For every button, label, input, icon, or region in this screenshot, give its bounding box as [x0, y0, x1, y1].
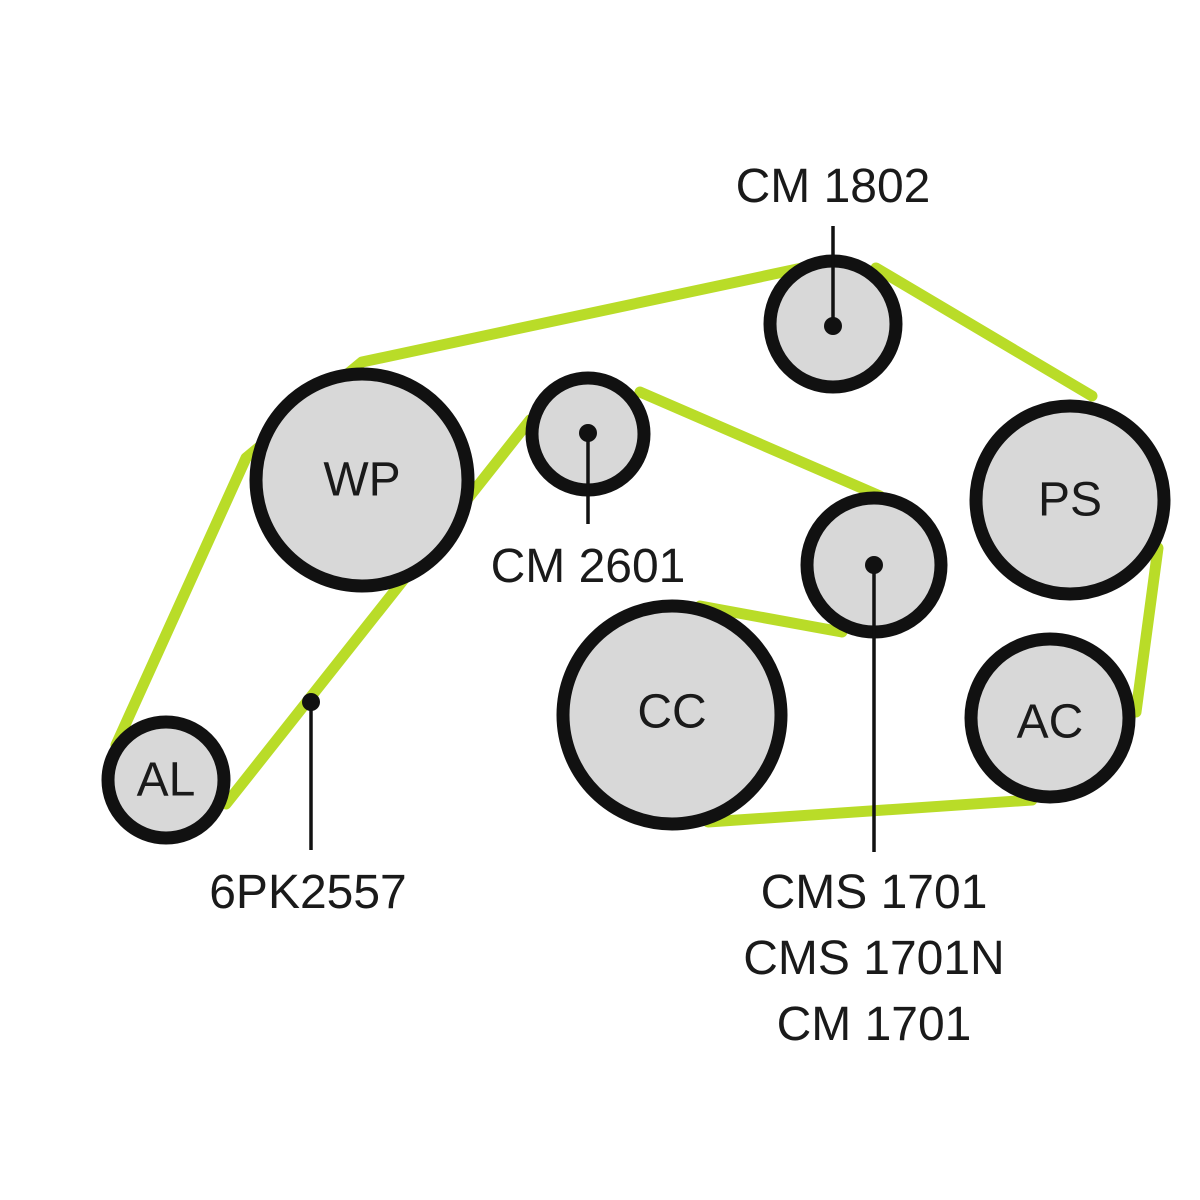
leader-dot-top-idler	[824, 317, 842, 335]
belt-segment-outer-right	[870, 262, 1098, 402]
leader-dot-tensioner	[865, 556, 883, 574]
pulley-ps-label: PS	[1038, 474, 1102, 527]
pulley-cc-label: CC	[637, 686, 706, 739]
pulley-al: AL	[101, 715, 231, 845]
pulley-al-label: AL	[137, 754, 196, 807]
pulley-wp-label: WP	[323, 454, 400, 507]
leader-dot-belt	[302, 693, 320, 711]
leader-top-idler	[824, 226, 842, 335]
belt-segment-tensioner-to-idler	[634, 386, 886, 502]
pulley-ps-circle	[969, 399, 1171, 601]
leader-upper-idler	[579, 424, 597, 524]
pulley-cc-circle	[556, 599, 788, 831]
callout-tensioner-line-3: CM 1701	[777, 998, 972, 1051]
pulley-cc: CC	[556, 599, 788, 831]
callout-tensioner-line-1: CMS 1701	[761, 866, 988, 919]
leader-tensioner	[865, 556, 883, 852]
callout-belt: 6PK2557	[209, 866, 407, 919]
callout-tensioner-line-2: CMS 1701N	[743, 932, 1004, 985]
belt-segment-right	[1130, 542, 1164, 718]
pulley-ac-label: AC	[1017, 696, 1084, 749]
pulley-wp: WP	[249, 367, 475, 593]
belt-segment-bottom	[702, 794, 1038, 828]
pulley-wp-circle	[249, 367, 475, 593]
pulley-ac-circle	[964, 632, 1136, 804]
belt-segment-cc-to-tensioner	[694, 600, 848, 638]
callout-top-idler: CM 1802	[736, 160, 931, 213]
callout-upper-idler: CM 2601	[491, 540, 686, 593]
pulley-al-circle	[101, 715, 231, 845]
belt-segment-inner-diagonal	[220, 414, 536, 810]
leader-dot-upper-idler	[579, 424, 597, 442]
pulley-ac: AC	[964, 632, 1136, 804]
leader-belt	[302, 693, 320, 850]
pulley-ps: PS	[969, 399, 1171, 601]
